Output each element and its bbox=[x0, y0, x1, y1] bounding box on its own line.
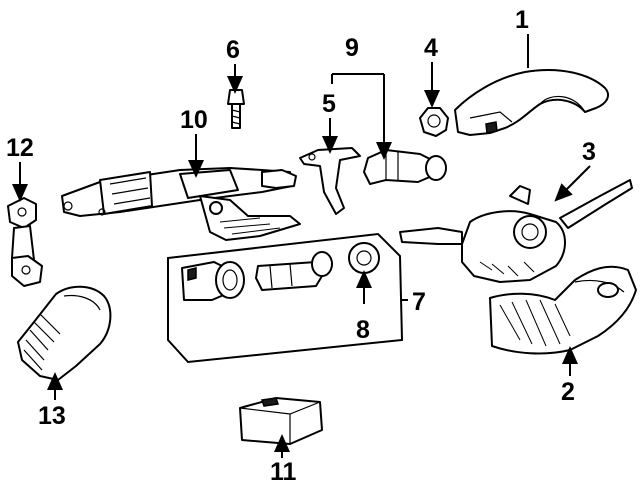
lock-bracket bbox=[299, 147, 361, 215]
callout-1: 1 bbox=[515, 6, 529, 34]
callout-6: 6 bbox=[226, 36, 240, 64]
lock-housing bbox=[363, 149, 447, 185]
callout-3-leader bbox=[554, 165, 591, 202]
steering-column bbox=[61, 167, 301, 241]
callout-11: 11 bbox=[270, 458, 297, 486]
callout-8: 8 bbox=[356, 316, 370, 344]
bolt bbox=[227, 89, 245, 129]
callout-7: 7 bbox=[412, 288, 426, 316]
callout-12: 12 bbox=[6, 134, 34, 162]
callout-2: 2 bbox=[561, 378, 575, 406]
callout-5: 5 bbox=[322, 90, 336, 118]
callout-13: 13 bbox=[38, 402, 66, 430]
callout-4: 4 bbox=[424, 34, 438, 62]
combination-switch bbox=[399, 179, 633, 283]
upper-column-shroud bbox=[454, 69, 609, 136]
lower-column-shroud bbox=[489, 265, 637, 355]
ignition-key-insert bbox=[255, 251, 333, 291]
lock-cylinder bbox=[181, 261, 245, 301]
lock-kit-panel bbox=[167, 232, 404, 364]
callout-10: 10 bbox=[180, 106, 208, 134]
callout-3: 3 bbox=[582, 138, 596, 166]
lock-washer bbox=[348, 242, 380, 274]
intermediate-shaft bbox=[7, 197, 43, 287]
callout-9: 9 bbox=[345, 34, 359, 62]
control-module bbox=[239, 397, 323, 445]
dust-boot bbox=[17, 285, 112, 381]
retainer-nut bbox=[419, 107, 449, 137]
